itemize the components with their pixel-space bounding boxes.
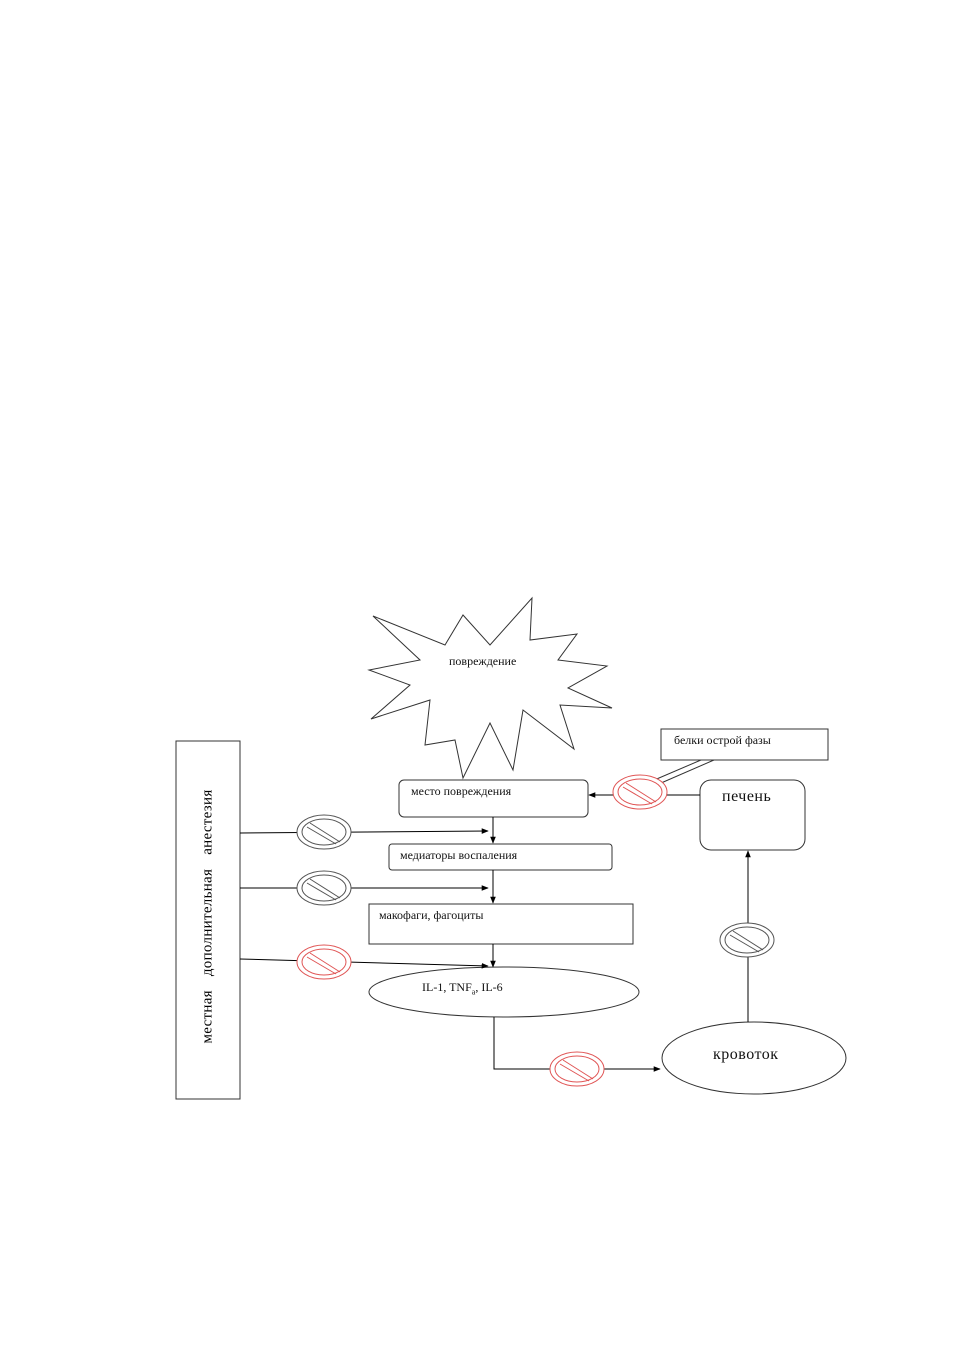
- acute-phase-box: [660, 728, 829, 761]
- bloodstream-ellipse: [661, 1021, 847, 1095]
- arrow-anesthesia-3: [239, 958, 489, 969]
- mediators-label: медиаторы воспаления: [400, 848, 518, 862]
- arrow-anesthesia-1: [239, 828, 489, 834]
- block-macrophages-icon: [296, 870, 352, 906]
- mediators-box: [388, 843, 613, 871]
- block-mediators-icon: [296, 814, 352, 850]
- acute-phase-label: белки острой фазы: [674, 733, 771, 747]
- damage-starburst: [367, 596, 613, 780]
- liver-label: печень: [722, 788, 772, 805]
- anesthesia-box: [175, 740, 241, 1100]
- injury-site-label: место повреждения: [411, 784, 512, 798]
- liver-box: [699, 779, 806, 851]
- macrophages-box: [368, 903, 634, 945]
- arrow-cytokines-to-bloodstream: [493, 1017, 661, 1072]
- block-signs-group: [296, 774, 775, 1087]
- damage-label: повреждение: [449, 654, 517, 668]
- anesthesia-label: местнаядополнительнаяанестезия: [199, 789, 216, 1044]
- block-cytokines-icon: [296, 944, 352, 980]
- block-liver-icon: [719, 922, 775, 958]
- block-acute-phase-icon: [612, 774, 668, 810]
- block-bloodstream-icon: [549, 1051, 605, 1087]
- bloodstream-label: кровоток: [713, 1046, 779, 1063]
- macrophages-label: макофаги, фагоциты: [379, 908, 484, 922]
- cytokines-ellipse: [368, 966, 640, 1018]
- cytokines-label: IL-1, TNFa, IL-6: [422, 980, 503, 997]
